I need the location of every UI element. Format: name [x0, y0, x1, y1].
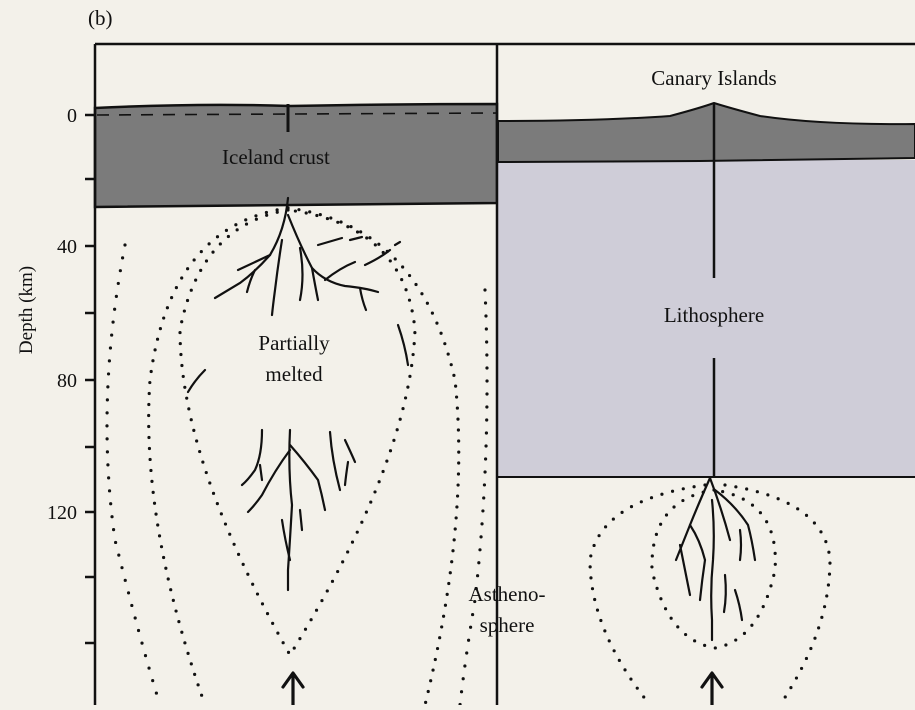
tick-label-0: 0 [67, 105, 77, 127]
canary-outer-melt-boundary-right [725, 485, 830, 705]
partially-melted-label-line2: melted [265, 362, 323, 386]
canary-crust-layer [498, 103, 915, 162]
canary-outer-melt-boundary-left [590, 485, 705, 705]
partially-melted-label-line1: Partially [258, 331, 330, 355]
axis-title: Depth (km) [16, 266, 37, 354]
asthenosphere-label-line1: Astheno- [469, 582, 546, 606]
iceland-inner-melt-boundary [180, 210, 415, 655]
iceland-crust-label: Iceland crust [222, 145, 330, 169]
tick-label-80: 80 [57, 370, 77, 392]
iceland-wide-dots-left [107, 245, 160, 705]
iceland-wide-dots-right [460, 290, 487, 705]
asthenosphere-label-line2: sphere [480, 613, 535, 637]
canary-melt-channels [676, 478, 755, 640]
iceland-upwelling-arrow-icon [283, 673, 303, 705]
canary-islands-label: Canary Islands [651, 66, 776, 90]
tick-label-40: 40 [57, 236, 77, 258]
tick-label-120: 120 [47, 502, 77, 524]
iceland-outer-melt-boundary-left [149, 208, 288, 705]
iceland-melt-channels-upper [215, 198, 400, 315]
lithosphere-label: Lithosphere [664, 303, 764, 327]
axis-ticks [85, 115, 95, 643]
canary-upwelling-arrow-icon [702, 673, 722, 705]
panel-label: (b) [88, 6, 113, 30]
